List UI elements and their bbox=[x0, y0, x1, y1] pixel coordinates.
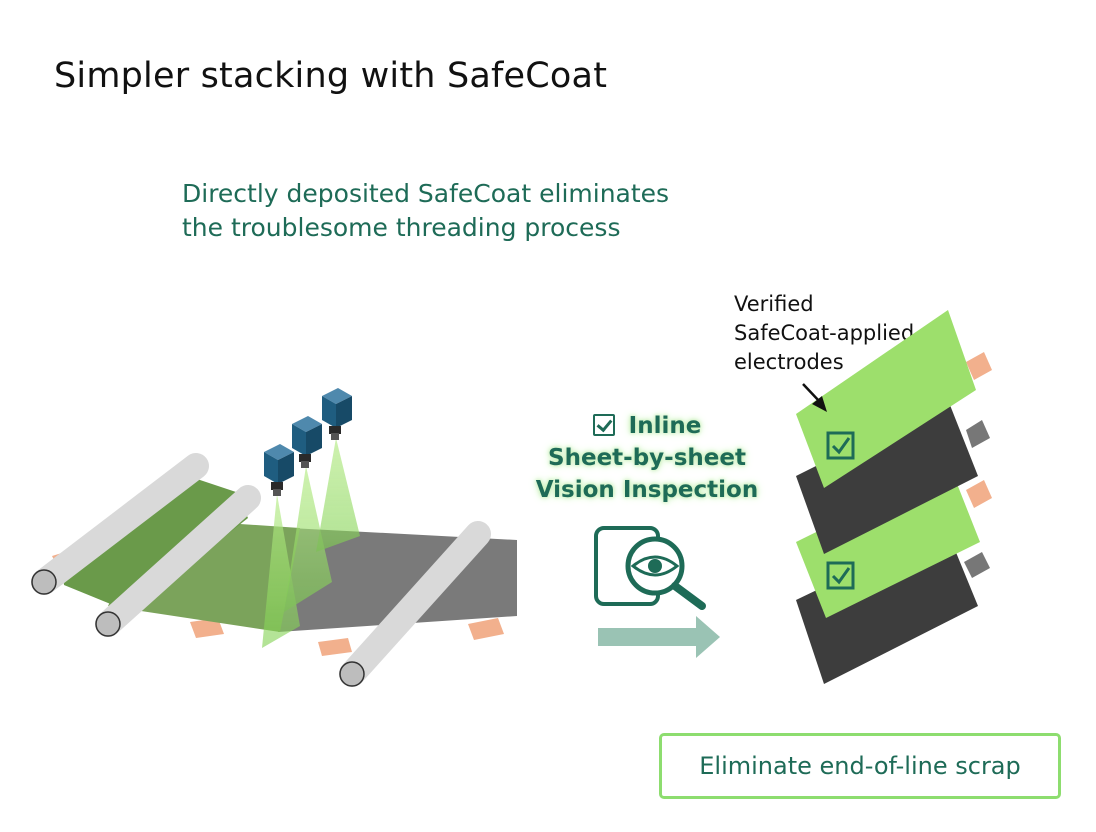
tab-copper bbox=[966, 480, 992, 508]
copper-tab bbox=[190, 618, 224, 638]
copper-tab bbox=[318, 638, 352, 656]
electrode-dark bbox=[796, 528, 978, 684]
electrode-stack bbox=[796, 310, 992, 684]
callout-line-3: electrodes bbox=[734, 350, 844, 374]
eliminate-scrap-box: Eliminate end-of-line scrap bbox=[659, 733, 1061, 799]
subtitle-line-1: Directly deposited SafeCoat eliminates bbox=[182, 179, 670, 208]
camera-1 bbox=[264, 444, 294, 496]
roller-3-end bbox=[339, 661, 365, 687]
copper-tab bbox=[468, 618, 504, 640]
roller-1-end bbox=[31, 569, 57, 595]
callout-arrow-icon bbox=[802, 383, 827, 412]
inspection-line-1: Inline bbox=[512, 410, 782, 442]
coated-web-top bbox=[62, 470, 248, 612]
inspection-line-3: Vision Inspection bbox=[535, 477, 759, 503]
roller-2-end bbox=[95, 611, 121, 637]
roller-3 bbox=[339, 521, 491, 687]
inspection-line-2: Sheet-by-sheet bbox=[548, 445, 746, 471]
vision-beams bbox=[262, 438, 360, 648]
roller-1 bbox=[31, 453, 209, 595]
roll-to-roll-line bbox=[31, 453, 517, 687]
camera-3 bbox=[322, 388, 352, 440]
camera-beam-1 bbox=[262, 494, 300, 648]
callout-line-2: SafeCoat-applied bbox=[734, 321, 915, 345]
checkbox-icon bbox=[826, 561, 855, 590]
tab-dark bbox=[964, 552, 990, 578]
camera-2 bbox=[292, 416, 322, 468]
slide-title: Simpler stacking with SafeCoat bbox=[54, 56, 608, 96]
eye-magnifier-icon bbox=[594, 526, 706, 610]
verified-electrodes-callout: Verified SafeCoat-applied electrodes bbox=[734, 290, 914, 377]
tab-copper bbox=[966, 352, 992, 380]
inspection-label: Inline Sheet-by-sheet Vision Inspection bbox=[512, 410, 782, 506]
checkbox-icon bbox=[826, 431, 855, 460]
camera-beam-3 bbox=[316, 438, 360, 552]
eliminate-scrap-label: Eliminate end-of-line scrap bbox=[699, 752, 1021, 780]
electrode-safecoat bbox=[796, 310, 976, 488]
subtitle: Directly deposited SafeCoat eliminates t… bbox=[182, 177, 802, 245]
process-arrow-icon bbox=[598, 616, 720, 658]
subtitle-line-2: the troublesome threading process bbox=[182, 213, 621, 242]
electrode-dark bbox=[796, 400, 978, 554]
tab-dark bbox=[966, 420, 990, 448]
camera-beam-2 bbox=[284, 466, 332, 612]
callout-line-1: Verified bbox=[734, 292, 814, 316]
roller-2 bbox=[95, 485, 261, 637]
checkbox-icon bbox=[592, 414, 615, 436]
